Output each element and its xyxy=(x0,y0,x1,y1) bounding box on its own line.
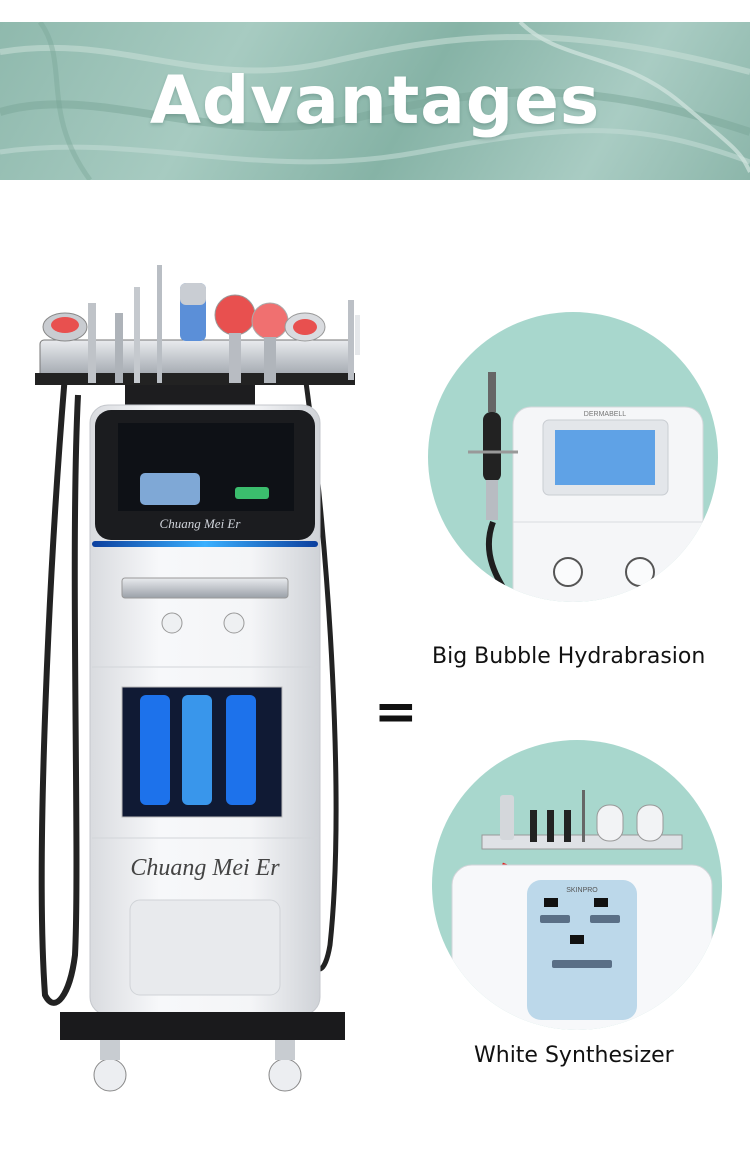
marble-texture xyxy=(0,22,750,180)
hydrabrasion-device: DERMABELL xyxy=(468,372,704,602)
device-brand: DERMABELL xyxy=(584,411,627,418)
body-brand: Chuang Mei Er xyxy=(130,855,280,881)
hydrabrasion-circle-image: DERMABELL xyxy=(428,312,718,602)
screen-brand: Chuang Mei Er xyxy=(160,516,242,531)
device-brand-2: SKINPRO xyxy=(566,887,598,894)
page-title: Advantages xyxy=(149,62,601,139)
header-banner: Advantages xyxy=(0,22,750,180)
caption-hydrabrasion: Big Bubble Hydrabrasion xyxy=(432,644,706,669)
main-machine-image: Chuang Mei Er Chuang Mei Er xyxy=(35,265,360,1092)
equals-sign: = xyxy=(374,682,418,742)
synthesizer-device: SKINPRO xyxy=(451,790,713,1030)
synthesizer-circle-image: SKINPRO xyxy=(432,740,722,1030)
caption-synthesizer: White Synthesizer xyxy=(474,1043,674,1068)
